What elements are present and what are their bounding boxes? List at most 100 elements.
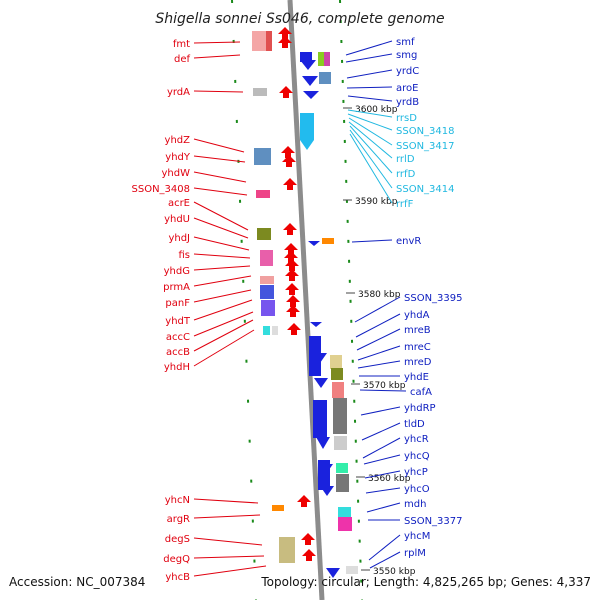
label-leader <box>193 253 251 259</box>
gene-label-plus: yhcM <box>404 531 430 542</box>
gene-block <box>261 300 275 316</box>
gene-block <box>324 52 330 66</box>
gene-label-plus: yhcQ <box>404 451 430 462</box>
gene-block <box>338 517 352 531</box>
gene-label-plus: yhdRP <box>404 403 436 414</box>
label-leader <box>345 40 393 56</box>
plus-strand-gene-block <box>309 336 321 376</box>
scale-tick-label: 3600 kbp <box>355 105 398 115</box>
gene-label-minus: degS <box>165 534 190 545</box>
gene-label-minus: fis <box>178 250 190 261</box>
gene-label-minus: yhcB <box>165 572 190 583</box>
plus-strand-gene-arrow <box>303 91 319 99</box>
gene-label-plus: aroE <box>396 83 418 94</box>
label-leader <box>193 537 263 546</box>
plus-strand-gene-arrow <box>326 568 340 578</box>
label-leader <box>193 155 246 163</box>
gene-block <box>263 326 270 335</box>
gene-label-plus: SSON_3417 <box>396 141 455 152</box>
label-leader <box>349 125 393 174</box>
label-leader <box>193 299 253 321</box>
backbone-line <box>287 0 325 600</box>
gene-label-minus: yhdG <box>164 266 190 277</box>
gene-block <box>272 505 284 511</box>
gene-label-plus: SSON_3377 <box>404 516 463 527</box>
label-leader <box>193 138 245 153</box>
minus-strand-gene-arrow <box>278 27 292 39</box>
gene-label-minus: yhdW <box>162 168 191 179</box>
gene-block <box>336 463 348 473</box>
label-leader <box>193 275 252 287</box>
label-leader <box>366 502 401 513</box>
gene-label-plus: yhdE <box>404 372 429 383</box>
gene-label-plus: SSON_3418 <box>396 126 455 137</box>
gene-features <box>252 27 358 578</box>
label-leader <box>360 406 401 416</box>
label-leader <box>361 422 401 441</box>
scale-tick-label: 3570 kbp <box>363 381 406 391</box>
gene-label-plus: cafA <box>410 387 432 398</box>
gene-block <box>333 398 347 434</box>
label-leader <box>369 551 401 569</box>
label-leader <box>193 187 248 196</box>
label-leader <box>347 109 393 118</box>
label-leader <box>348 121 393 159</box>
topology-label: Topology: circular; Length: 4,825,265 bp… <box>260 575 591 589</box>
minus-strand-gene-arrow <box>297 495 311 507</box>
gene-label-plus: mreD <box>404 357 432 368</box>
gene-label-plus: rrfD <box>396 169 416 180</box>
minus-strand-gene-arrow <box>285 269 299 281</box>
label-leader <box>193 90 244 93</box>
label-leader <box>193 41 241 44</box>
gene-block <box>319 72 331 84</box>
label-leader <box>193 565 267 577</box>
gene-label-minus: def <box>174 54 191 65</box>
gene-label-plus: yrdB <box>396 97 419 108</box>
label-leader <box>354 296 401 323</box>
gene-label-plus: envR <box>396 236 421 247</box>
gene-block <box>260 276 274 284</box>
minus-strand-gene-arrow <box>279 86 293 98</box>
scale-tick-label: 3550 kbp <box>373 567 416 577</box>
gene-label-plus: tldD <box>404 419 425 430</box>
gene-block <box>252 31 266 51</box>
plus-strand-gene-arrow <box>300 60 316 70</box>
plus-strand-gene-block <box>300 52 312 62</box>
plus-strand-gene-arrow <box>310 322 322 327</box>
label-leader <box>193 514 261 519</box>
genome-backbone <box>231 0 363 600</box>
label-leader <box>349 133 393 204</box>
minus-strand-gene-arrow <box>286 305 300 317</box>
gene-label-plus: rrsD <box>396 113 417 124</box>
gene-block <box>260 250 273 266</box>
plus-strand-gene-block <box>313 400 327 438</box>
gene-label-minus: degQ <box>163 554 190 565</box>
label-leader <box>368 534 401 561</box>
gene-label-minus: yhdU <box>164 214 190 225</box>
label-leader <box>357 345 401 361</box>
gene-label-minus: argR <box>167 514 190 525</box>
gene-block <box>318 52 324 66</box>
gene-label-plus: rplM <box>404 548 426 559</box>
gene-block <box>346 566 358 574</box>
label-leader <box>364 470 401 479</box>
gene-label-minus: yhcN <box>165 495 190 506</box>
scale-tick-label: 3580 kbp <box>358 290 401 300</box>
label-leader <box>359 389 407 392</box>
label-leader <box>193 265 251 271</box>
minus-strand-gene-arrow <box>283 223 297 235</box>
scale-tick-label: 3560 kbp <box>368 474 411 484</box>
minus-strand-gene-arrow <box>283 178 297 190</box>
gene-label-plus: yrdC <box>396 66 419 77</box>
label-leader <box>349 129 393 189</box>
gene-label-plus: SSON_3395 <box>404 293 463 304</box>
label-leader <box>193 319 254 352</box>
label-leader <box>362 437 401 459</box>
label-leader <box>193 311 254 337</box>
scale-tick-label: 3590 kbp <box>355 197 398 207</box>
label-leader <box>193 498 259 504</box>
gene-label-minus: SSON_3408 <box>132 184 191 195</box>
label-leader <box>345 53 393 63</box>
gene-label-plus: yhdA <box>404 310 430 321</box>
